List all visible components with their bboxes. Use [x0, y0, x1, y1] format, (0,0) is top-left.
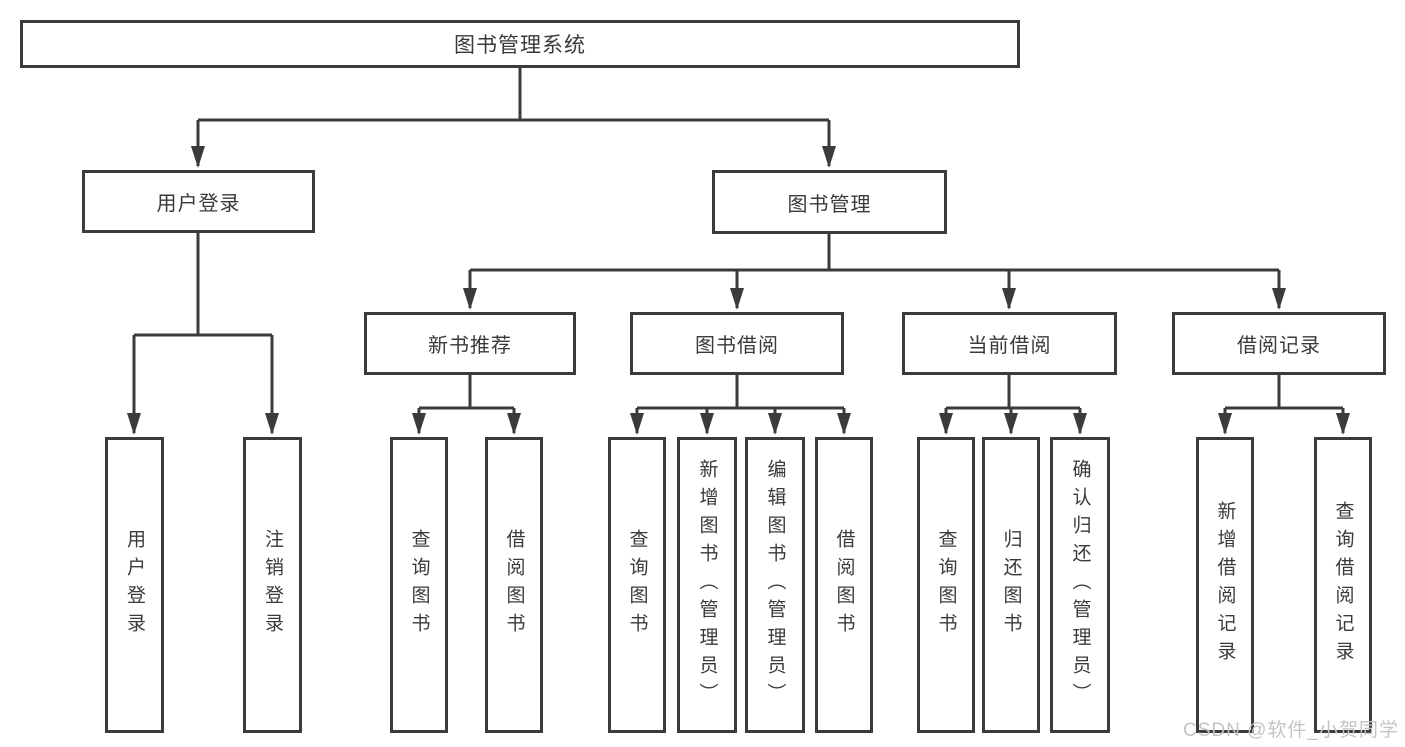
- leaf-logout-login: 注销登录: [243, 437, 302, 733]
- leaf-newrec-borrow-books: 借阅图书: [485, 437, 543, 733]
- leaf-edit-book-admin: 编辑图书（管理员）: [745, 437, 805, 733]
- node-label: 查询图书: [408, 529, 430, 641]
- node-label: 借阅记录: [1237, 335, 1321, 357]
- node-label: 图书管理系统: [454, 34, 586, 57]
- node-label: 新书推荐: [428, 335, 512, 357]
- node-label: 新增借阅记录: [1214, 501, 1236, 669]
- leaf-newrec-query-books: 查询图书: [390, 437, 448, 733]
- node-label: 用户登录: [124, 529, 145, 641]
- node-label: 图书管理: [787, 193, 872, 216]
- node-label: 编辑图书（管理员）: [764, 459, 786, 711]
- leaf-confirm-return-admin: 确认归还（管理员）: [1050, 437, 1110, 733]
- node-current-borrow: 当前借阅: [902, 312, 1117, 375]
- node-borrow-records: 借阅记录: [1172, 312, 1386, 375]
- node-new-book-recommend: 新书推荐: [364, 312, 576, 375]
- leaf-add-borrow-record: 新增借阅记录: [1196, 437, 1254, 733]
- node-book-management: 图书管理: [712, 170, 947, 234]
- node-label: 图书借阅: [695, 335, 779, 357]
- node-library-management-system: 图书管理系统: [20, 20, 1020, 68]
- node-label: 归还图书: [1000, 529, 1022, 641]
- leaf-current-query-books: 查询图书: [917, 437, 975, 733]
- node-label: 用户登录: [156, 193, 241, 215]
- leaf-add-book-admin: 新增图书（管理员）: [677, 437, 737, 733]
- node-label: 查询借阅记录: [1332, 501, 1354, 669]
- node-label: 借阅图书: [833, 529, 855, 641]
- node-label: 查询图书: [935, 529, 957, 641]
- node-label: 查询图书: [626, 529, 648, 641]
- leaf-user-login: 用户登录: [105, 437, 164, 733]
- leaf-borrow-borrow-books: 借阅图书: [815, 437, 873, 733]
- node-label: 确认归还（管理员）: [1069, 459, 1091, 711]
- node-label: 当前借阅: [967, 335, 1052, 357]
- node-label: 借阅图书: [503, 529, 525, 641]
- leaf-borrow-query-books: 查询图书: [608, 437, 666, 733]
- node-user-login: 用户登录: [82, 170, 315, 233]
- leaf-return-book: 归还图书: [982, 437, 1040, 733]
- node-book-borrow: 图书借阅: [630, 312, 844, 375]
- node-label: 新增图书（管理员）: [696, 459, 718, 711]
- leaf-query-borrow-record: 查询借阅记录: [1314, 437, 1372, 733]
- node-label: 注销登录: [262, 529, 283, 641]
